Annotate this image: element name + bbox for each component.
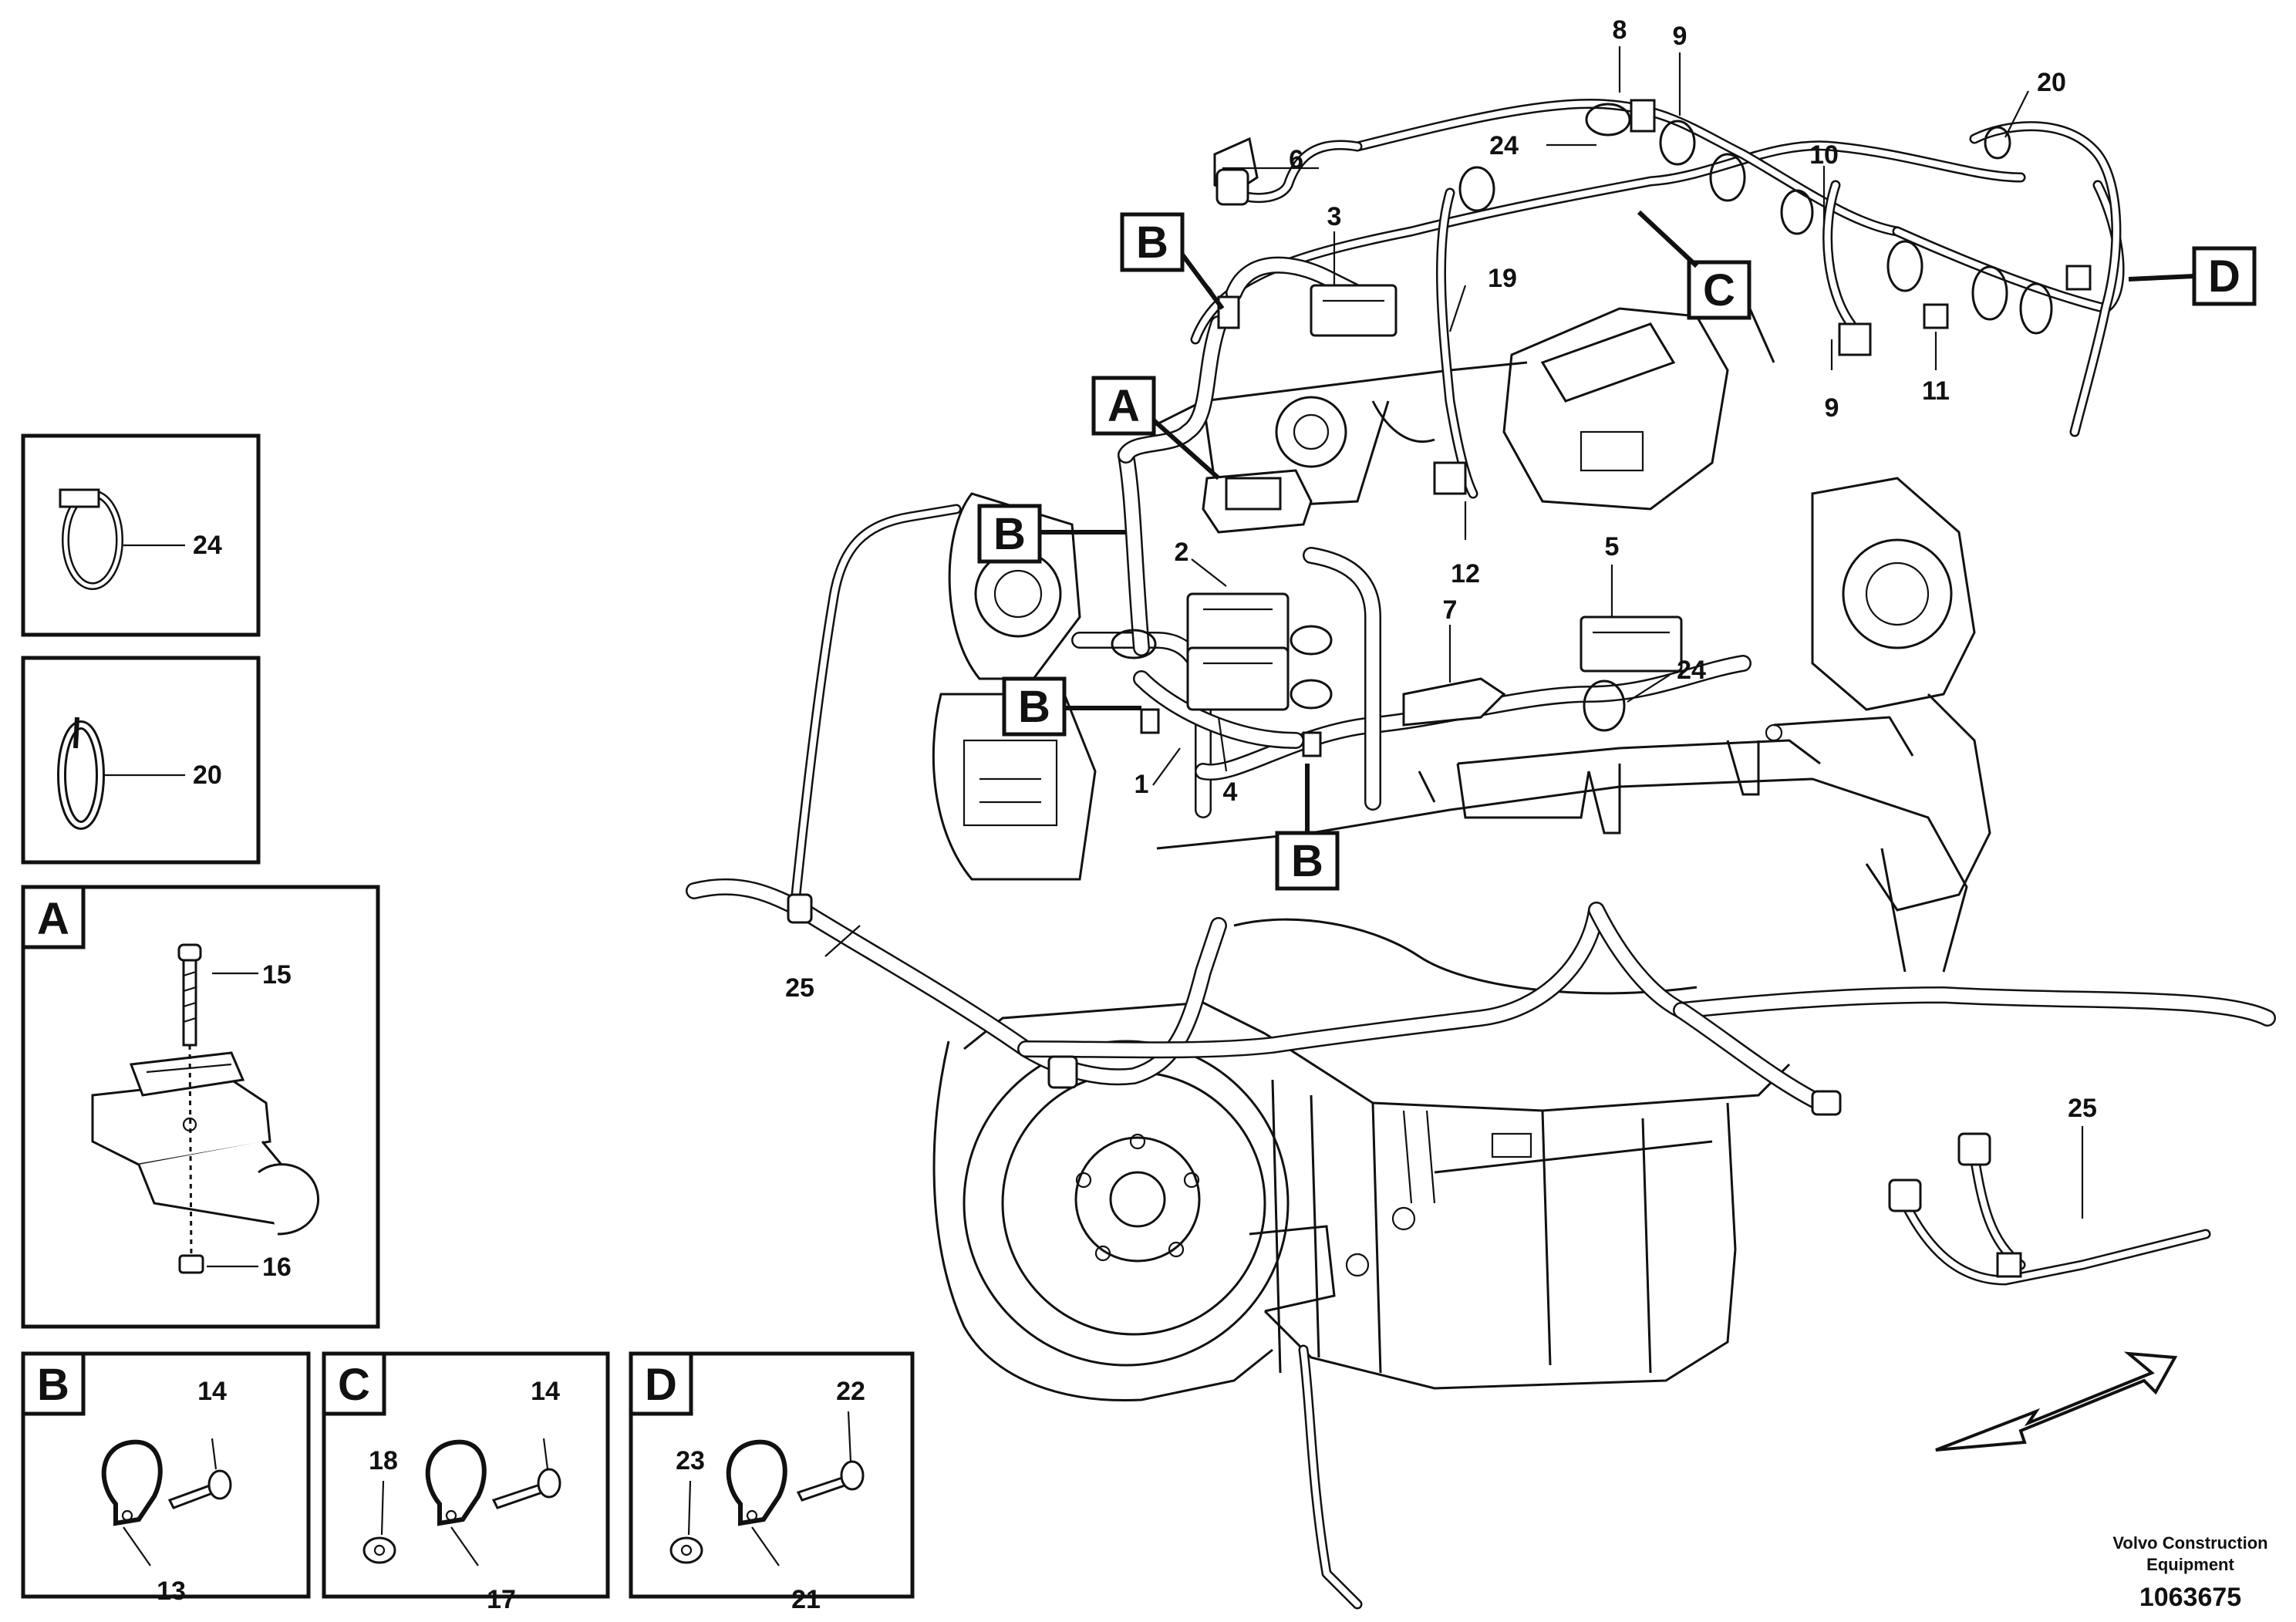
callout-7: 7 — [1443, 595, 1458, 625]
detail-panel-c: C 14 18 17 — [322, 1351, 610, 1614]
footer-company-line2: Equipment — [2146, 1555, 2234, 1574]
panel-a-label-16: 16 — [262, 1253, 292, 1282]
view-tag-b-top — [1120, 212, 1185, 272]
panel-24-label: 24 — [193, 531, 222, 560]
view-tag-b-bottom-label: B — [1291, 836, 1323, 886]
callout-3: 3 — [1327, 202, 1342, 231]
callout-8: 8 — [1613, 15, 1627, 45]
callout-2: 2 — [1175, 538, 1189, 567]
detail-panel-a: A 15 16 — [21, 885, 380, 1329]
sensor-harness — [1888, 1132, 2211, 1286]
callout-6: 6 — [1289, 145, 1303, 174]
view-tag-b-left-lower-label: B — [1018, 682, 1050, 732]
drawing-number: 1063675 — [2139, 1583, 2241, 1612]
callout-19: 19 — [1488, 264, 1517, 293]
front-direction-arrow — [1935, 1351, 2178, 1452]
callout-24-top: 24 — [1489, 131, 1519, 160]
panel-b-letter: B — [37, 1360, 69, 1410]
panel-c-label-14: 14 — [531, 1377, 560, 1406]
panel-c-label-17: 17 — [487, 1585, 516, 1614]
view-tag-c — [1687, 260, 1752, 320]
view-tag-d — [2192, 246, 2257, 306]
panel-d-label-21: 21 — [791, 1585, 821, 1614]
panel-b-label-13: 13 — [157, 1576, 186, 1606]
panel-d-label-22: 22 — [836, 1377, 865, 1406]
detail-panel-20: 20 — [21, 656, 261, 865]
callout-11: 11 — [1922, 376, 1950, 406]
callout-5: 5 — [1605, 532, 1620, 561]
view-tag-b-bottom — [1275, 831, 1340, 891]
callout-25-left: 25 — [785, 973, 814, 1003]
view-tag-c-label: C — [1703, 265, 1735, 315]
view-tag-a — [1091, 376, 1156, 436]
callout-24-mid: 24 — [1677, 656, 1706, 685]
view-tag-a-label: A — [1108, 381, 1140, 431]
panel-c-label-18: 18 — [369, 1446, 398, 1475]
callout-20: 20 — [2037, 68, 2066, 97]
view-tag-b-top-label: B — [1136, 218, 1168, 268]
panel-20-label: 20 — [193, 760, 222, 790]
panel-d-label-23: 23 — [676, 1446, 705, 1475]
callout-12: 12 — [1451, 559, 1480, 588]
view-tag-b-left-lower — [1002, 676, 1067, 737]
callout-9-bottom: 9 — [1825, 393, 1839, 423]
callouts: 1 2 3 4 5 6 7 8 9 9 10 11 12 19 20 24 24 — [785, 15, 2097, 1219]
view-tag-d-label: D — [2208, 251, 2240, 302]
detail-panel-d: D 22 23 21 — [629, 1351, 915, 1614]
footer-company-line1: Volvo Construction — [2112, 1533, 2267, 1553]
callout-10: 10 — [1809, 140, 1839, 170]
view-tag-b-left-upper-label: B — [993, 509, 1026, 559]
harness-25 — [686, 504, 2276, 1610]
callout-9-top: 9 — [1673, 22, 1687, 51]
callout-25-right: 25 — [2068, 1094, 2097, 1123]
panel-a-letter: A — [37, 894, 69, 944]
detail-panel-24: 24 — [21, 433, 261, 637]
view-tags: B A B B B C D — [977, 210, 2257, 891]
engine-illustration — [932, 291, 1991, 1402]
left-hose-bundle — [1071, 256, 1752, 818]
callout-1: 1 — [1135, 770, 1149, 799]
panel-d-letter: D — [645, 1360, 677, 1410]
callout-4: 4 — [1223, 777, 1238, 807]
footer: Volvo Construction Equipment 1063675 — [2112, 1533, 2267, 1612]
view-tag-b-left-upper — [977, 504, 1042, 564]
panel-c-letter: C — [338, 1360, 370, 1410]
detail-panel-b: B 14 13 — [21, 1351, 311, 1606]
panel-b-label-14: 14 — [197, 1377, 227, 1406]
panel-a-label-15: 15 — [262, 960, 292, 990]
